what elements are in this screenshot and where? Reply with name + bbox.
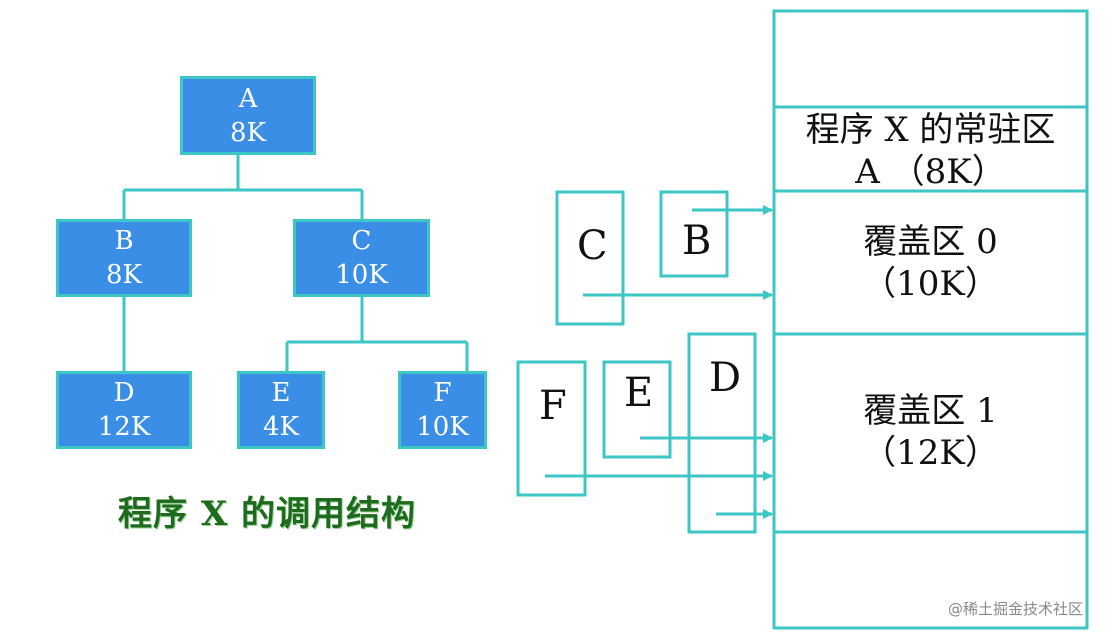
edge-a-bc: [122, 155, 364, 219]
node-c-name: C: [351, 226, 372, 256]
node-e-name: E: [271, 378, 291, 408]
node-b-size: 8K: [106, 260, 142, 290]
module-box-e: [602, 360, 672, 459]
node-c: C 10K: [293, 219, 430, 297]
node-b: B 8K: [56, 219, 192, 297]
module-label-b: B: [682, 218, 712, 264]
overlay-1-size: （12K）: [862, 433, 999, 473]
memory-column: [772, 9, 1089, 630]
module-label-c: C: [577, 223, 608, 269]
node-f-size: 10K: [416, 412, 469, 442]
node-e: E 4K: [237, 371, 325, 449]
overlay-0-size: （10K）: [862, 264, 999, 304]
module-box-b: [659, 190, 729, 278]
node-a: A 8K: [180, 76, 316, 155]
node-f: F 10K: [398, 371, 487, 449]
node-a-size: 8K: [230, 117, 266, 148]
node-c-size: 10K: [335, 260, 388, 290]
module-box-f: [516, 360, 587, 497]
overlay-1-title: 覆盖区 1: [863, 391, 998, 431]
module-box-c: [555, 190, 625, 326]
overlay-0-label: 覆盖区 0 （10K）: [776, 221, 1085, 305]
resident-area-size: A （8K）: [855, 152, 1006, 192]
overlay-1-label: 覆盖区 1 （12K）: [776, 390, 1085, 474]
overlay-0-title: 覆盖区 0: [863, 222, 998, 262]
module-box-d: [687, 332, 757, 534]
module-label-f: F: [539, 383, 567, 429]
watermark: @稀土掘金技术社区: [947, 600, 1083, 618]
resident-area-label: 程序 X 的常驻区 A （8K）: [776, 109, 1085, 193]
edge-c-ef: [285, 297, 469, 371]
tree-caption: 程序 X 的调用结构: [118, 494, 417, 534]
node-f-name: F: [433, 378, 452, 408]
node-b-name: B: [114, 226, 134, 256]
node-d: D 12K: [56, 371, 192, 449]
module-label-e: E: [624, 370, 654, 416]
resident-area-title: 程序 X 的常驻区: [805, 110, 1056, 150]
module-label-d: D: [709, 355, 742, 401]
node-e-size: 4K: [263, 412, 299, 442]
node-a-name: A: [238, 83, 258, 114]
node-d-name: D: [113, 378, 135, 408]
node-d-size: 12K: [97, 412, 151, 442]
